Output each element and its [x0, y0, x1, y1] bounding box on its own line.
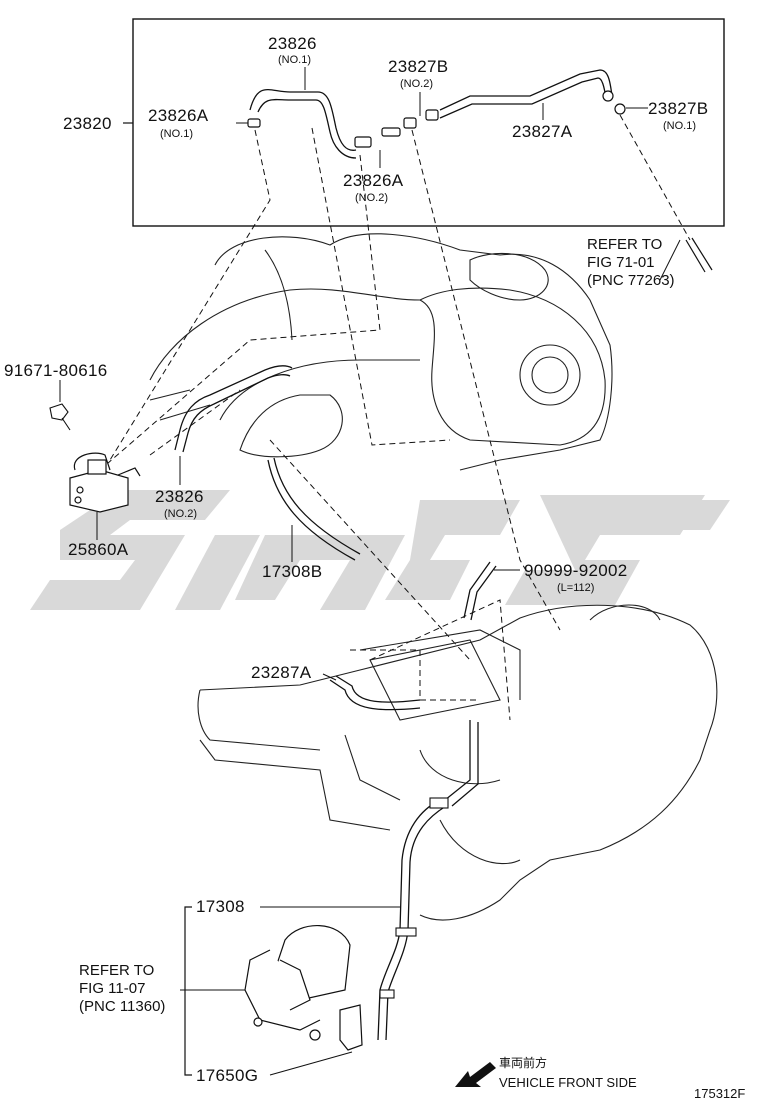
label-23826a-no1: 23826A [148, 106, 209, 125]
label-23827a: 23827A [512, 122, 573, 141]
bracket-assembly [244, 925, 363, 1051]
label-25860a: 25860A [68, 540, 129, 559]
label-23826-no1: 23826 [268, 34, 317, 53]
sub-23827b-no1: (NO.1) [663, 120, 696, 132]
figure-number: 175312F [694, 1086, 746, 1101]
label-23826a-no2: 23826A [343, 171, 404, 190]
label-23820: 23820 [63, 114, 112, 133]
hose-23826-no2 [174, 365, 293, 453]
label-17308: 17308 [196, 897, 245, 916]
label-91671-80616: 91671-80616 [4, 361, 108, 380]
sub-23826-no1: (NO.1) [278, 54, 311, 66]
label-17308b: 17308B [262, 562, 323, 581]
label-23827b-no2: 23827B [388, 57, 449, 76]
label-90999-92002: 90999-92002 [524, 561, 628, 580]
bolt-91671 [49, 403, 71, 431]
leader-ref-top [659, 239, 681, 281]
watermark-logo [30, 490, 730, 610]
sub-90999-l112: (L=112) [557, 582, 595, 594]
leader-17650g [269, 1051, 353, 1076]
sub-23826a-no1: (NO.1) [160, 128, 193, 140]
hose-23287a [329, 675, 421, 711]
label-23827b-no1: 23827B [648, 99, 709, 118]
label-17650g: 17650G [196, 1066, 259, 1085]
label-23826-no2: 23826 [155, 487, 204, 506]
detail-box [132, 18, 725, 227]
refer-fig-11-07: REFER TO FIG 11-07 (PNC 11360) [79, 962, 166, 1015]
dashed-leaders [99, 114, 691, 721]
refer-fig-71-01: REFER TO FIG 71-01 (PNC 77263) [587, 236, 675, 289]
direction-label-jp: 車両前方 [499, 1056, 548, 1070]
valve-25860a [69, 452, 141, 513]
leader-lines-box [236, 67, 648, 168]
front-arrow-icon [455, 1062, 496, 1087]
connectors-box [247, 90, 626, 148]
hose-17308b [267, 457, 361, 561]
leader-23287a [322, 673, 337, 681]
hose-23826-no1 [249, 88, 357, 159]
direction-label-en: VEHICLE FRONT SIDE [499, 1075, 637, 1090]
clamps-17308 [379, 797, 449, 999]
lower-assembly-outline [197, 604, 718, 921]
pipe-stub-top-right [685, 237, 713, 273]
hose-23827a [439, 69, 613, 119]
label-23287a: 23287A [251, 663, 312, 682]
sub-23826a-no2: (NO.2) [355, 192, 388, 204]
engine-outline [149, 233, 613, 471]
sub-23827b-no2: (NO.2) [400, 78, 433, 90]
callout-bracket [184, 906, 192, 1076]
sub-23826-no2: (NO.2) [164, 508, 197, 520]
hose-90999 [463, 561, 497, 621]
